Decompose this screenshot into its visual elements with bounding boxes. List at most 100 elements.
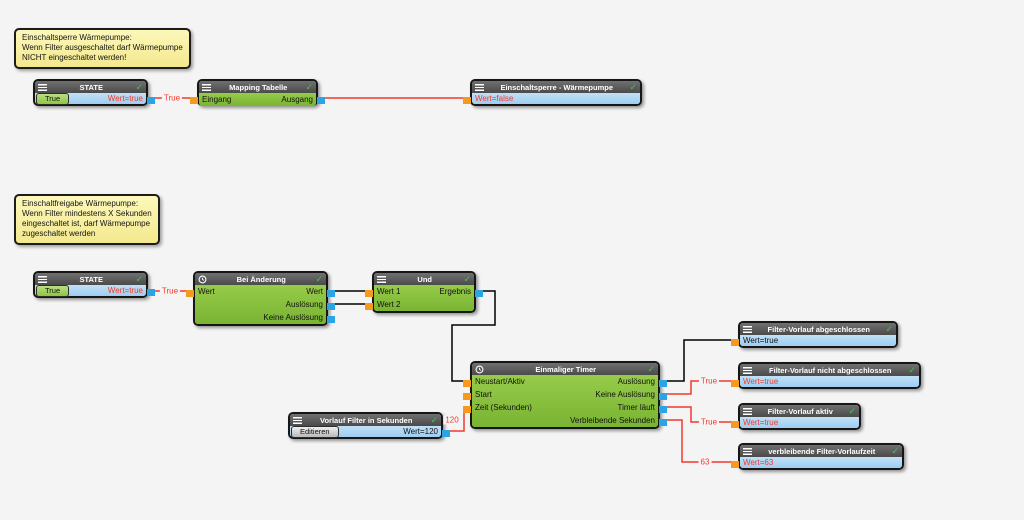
port-in-eingang[interactable]: [190, 97, 198, 104]
clock-icon: [198, 275, 207, 283]
value: Wert=120: [403, 427, 438, 436]
node-title: Vorlauf Filter in Sekunden: [320, 415, 413, 425]
port-out-ausloesung[interactable]: [327, 303, 335, 310]
port-in-start[interactable]: [463, 393, 471, 400]
node-title: Mapping Tabelle: [229, 82, 288, 92]
wire-value-label: True: [698, 417, 720, 427]
node-verbleibende-filter-vorlaufzeit[interactable]: verbleibende Filter-Vorlaufzeit ✓ Wert=6…: [731, 443, 904, 470]
node-header: STATE ✓: [35, 273, 146, 285]
port-in-wert[interactable]: [731, 461, 739, 468]
clock-icon: [475, 365, 484, 373]
note-einschaltfreigabe[interactable]: Einschaltfreigabe Wärmepumpe: Wenn Filte…: [14, 194, 160, 245]
check-icon: ✓: [315, 274, 323, 284]
port-in-wert[interactable]: [731, 380, 739, 387]
node-header: Vorlauf Filter in Sekunden ✓: [290, 414, 441, 426]
node-filter-vorlauf-abgeschlossen[interactable]: Filter-Vorlauf abgeschlossen ✓ Wert=true: [731, 321, 898, 348]
output-label: Verbleibende Sekunden: [570, 416, 655, 425]
input-label: Wert 2: [377, 300, 401, 309]
input-label: Wert: [198, 287, 215, 296]
port-in-wert2[interactable]: [365, 303, 373, 310]
state-value: Wert=true: [107, 94, 143, 103]
output-value: Wert=true: [743, 418, 779, 427]
note-line: Einschaltfreigabe Wärmepumpe:: [22, 199, 139, 208]
wire-vorlauf-zeit: [448, 407, 465, 432]
state-value: Wert=true: [107, 286, 143, 295]
check-icon: ✓: [463, 274, 471, 284]
port-in-wert[interactable]: [186, 290, 194, 297]
menu-icon[interactable]: [293, 416, 302, 424]
check-icon: ✓: [885, 324, 893, 334]
note-line: zugeschaltet werden: [22, 229, 96, 238]
menu-icon[interactable]: [743, 366, 752, 374]
port-out-state[interactable]: [147, 97, 155, 104]
note-line: eingeschaltet ist, darf Wärmepumpe: [22, 219, 151, 228]
menu-icon[interactable]: [202, 83, 211, 91]
port-out-wert[interactable]: [327, 290, 335, 297]
input-label: Eingang: [202, 95, 232, 104]
node-header: verbleibende Filter-Vorlaufzeit ✓: [740, 445, 902, 457]
node-mapping-tabelle[interactable]: Mapping Tabelle ✓ Eingang Ausgang: [190, 79, 325, 106]
menu-icon[interactable]: [475, 83, 484, 91]
input-label: Neustart/Aktiv: [475, 377, 525, 386]
node-title: STATE: [79, 274, 103, 284]
node-header: Einschaltsperre - Wärmepumpe ✓: [472, 81, 640, 93]
editieren-button[interactable]: Editieren: [291, 425, 339, 438]
node-state-filter[interactable]: STATE ✓ True Wert=true: [33, 79, 155, 106]
menu-icon[interactable]: [377, 275, 386, 283]
node-title: STATE: [79, 82, 103, 92]
node-und[interactable]: Und ✓ Wert 1 Ergebnis Wert 2: [365, 271, 483, 313]
menu-icon[interactable]: [38, 275, 47, 283]
port-in-wert[interactable]: [731, 339, 739, 346]
output-label: Wert: [306, 287, 323, 296]
port-in-wert[interactable]: [731, 421, 739, 428]
port-out-state[interactable]: [147, 289, 155, 296]
port-out-ausloesung[interactable]: [659, 380, 667, 387]
port-out-verbleibende-sekunden[interactable]: [659, 419, 667, 426]
port-out-keine-ausloesung[interactable]: [327, 316, 335, 323]
port-in-neustart-aktiv[interactable]: [463, 380, 471, 387]
output-label: Ausgang: [281, 95, 313, 104]
node-title: Einmaliger Timer: [535, 364, 597, 374]
node-title: Filter-Vorlauf abgeschlossen: [767, 324, 870, 334]
output-value: Wert=true: [743, 377, 779, 386]
node-einschaltsperre-waermepumpe[interactable]: Einschaltsperre - Wärmepumpe ✓ Wert=fals…: [463, 79, 642, 106]
port-in-wert[interactable]: [463, 97, 471, 104]
port-out-ergebnis[interactable]: [475, 290, 483, 297]
port-out-ausgang[interactable]: [317, 97, 325, 104]
menu-icon[interactable]: [743, 447, 752, 455]
node-state-filter-2[interactable]: STATE ✓ True Wert=true: [33, 271, 155, 298]
note-einschaltsperre[interactable]: Einschaltsperre Wärmepumpe: Wenn Filter …: [14, 28, 191, 69]
state-true-button[interactable]: True: [36, 284, 70, 297]
node-title: Und: [417, 274, 433, 284]
output-value: Wert=63: [743, 458, 774, 467]
port-in-zeit-sekunden[interactable]: [463, 406, 471, 413]
output-label: Ergebnis: [439, 287, 471, 296]
port-out-timer-laeuft[interactable]: [659, 406, 667, 413]
wire-value-label: True: [698, 376, 720, 386]
check-icon: ✓: [305, 82, 313, 92]
menu-icon[interactable]: [743, 325, 752, 333]
node-einmaliger-timer[interactable]: Einmaliger Timer ✓ Neustart/Aktiv Auslös…: [463, 361, 667, 429]
port-in-wert1[interactable]: [365, 290, 373, 297]
state-true-button[interactable]: True: [36, 92, 70, 105]
node-filter-vorlauf-nicht-abgeschlossen[interactable]: Filter-Vorlauf nicht abgeschlossen ✓ Wer…: [731, 362, 921, 389]
node-header: Filter-Vorlauf nicht abgeschlossen ✓: [740, 364, 919, 376]
node-filter-vorlauf-aktiv[interactable]: Filter-Vorlauf aktiv ✓ Wert=true: [731, 403, 861, 430]
port-out-wert[interactable]: [442, 430, 450, 437]
menu-icon[interactable]: [38, 83, 47, 91]
node-vorlauf-filter-sekunden[interactable]: Vorlauf Filter in Sekunden ✓ Editieren W…: [288, 412, 450, 439]
output-label: Timer läuft: [617, 403, 656, 412]
note-line: NICHT eingeschaltet werden!: [22, 53, 127, 62]
input-label: Zeit (Sekunden): [475, 403, 532, 412]
node-header: Bei Änderung ✓: [195, 273, 326, 285]
wire-und-timer: [451, 290, 496, 382]
port-out-keine-ausloesung[interactable]: [659, 393, 667, 400]
menu-icon[interactable]: [743, 407, 752, 415]
node-header: Filter-Vorlauf aktiv ✓: [740, 405, 859, 417]
check-icon: ✓: [848, 406, 856, 416]
node-header: STATE ✓: [35, 81, 146, 93]
check-icon: ✓: [135, 82, 143, 92]
node-bei-aenderung[interactable]: Bei Änderung ✓ Wert Wert Auslösung Keine…: [186, 271, 335, 326]
